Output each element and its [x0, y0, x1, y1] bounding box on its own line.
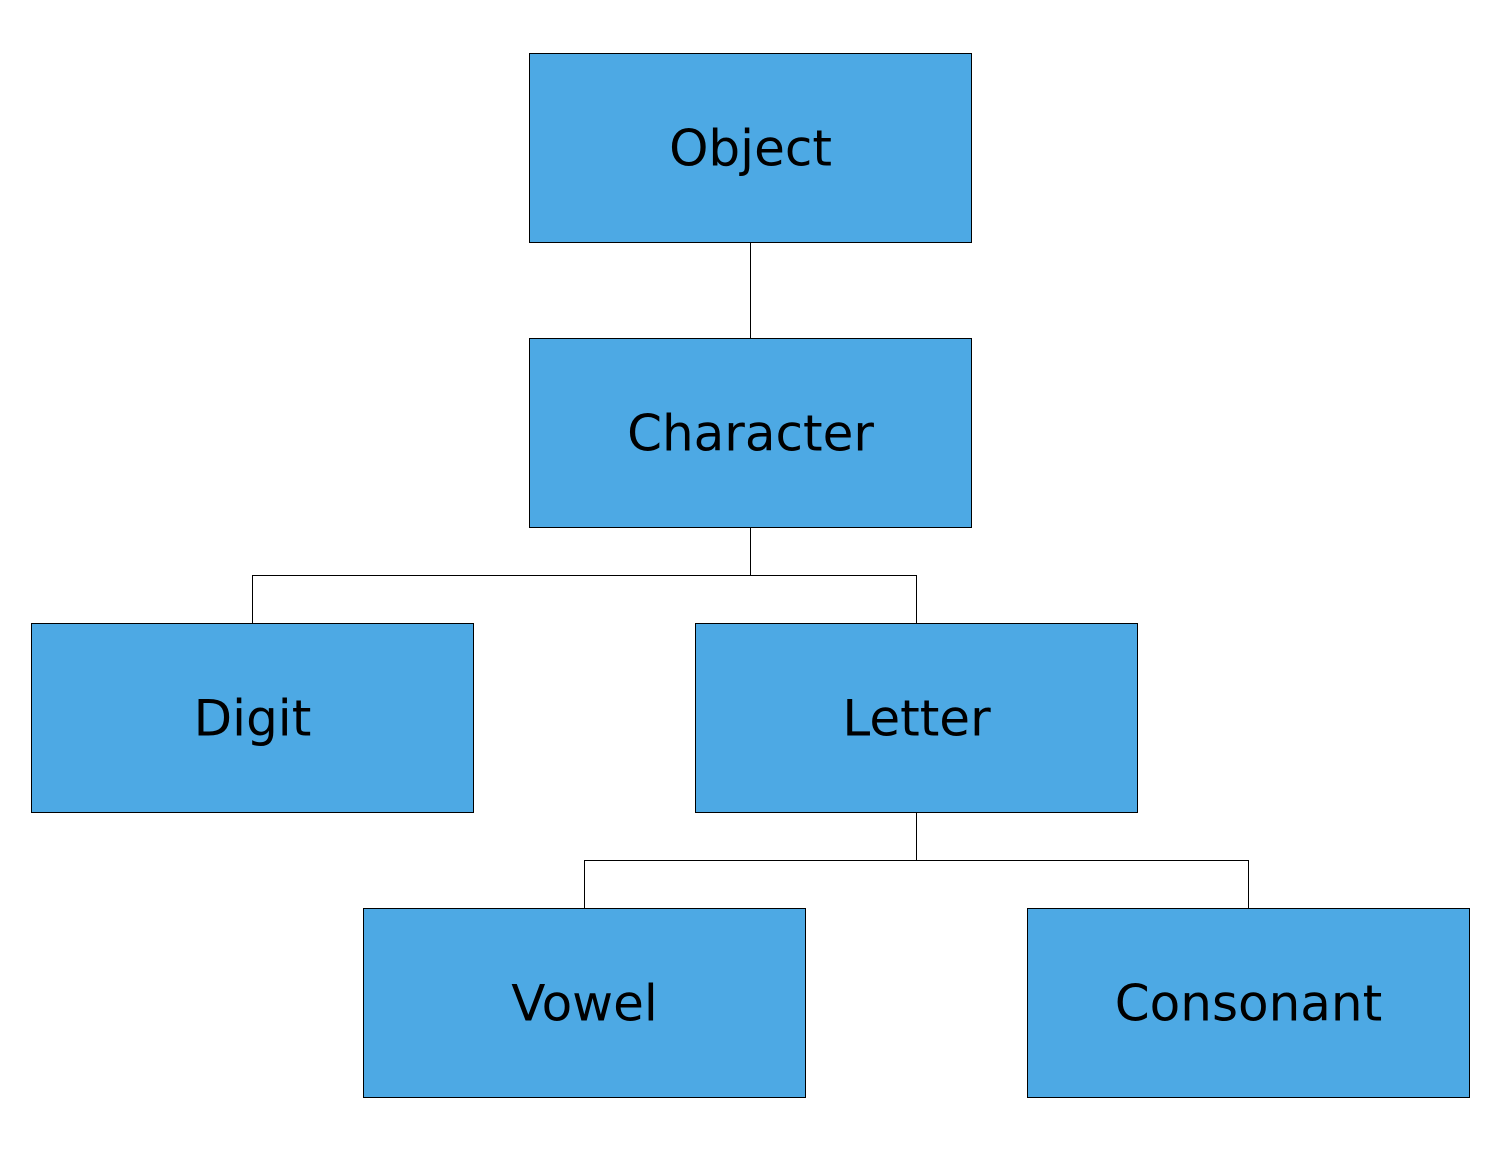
node-letter-box	[695, 623, 1138, 813]
node-letter-label: Letter	[842, 690, 991, 748]
edge-letter-consonant	[916, 860, 1249, 908]
connectors	[252, 242, 1249, 908]
node-vowel[interactable]: Vowel	[363, 908, 806, 1098]
node-object-box	[529, 53, 972, 243]
node-object-label: Object	[669, 120, 832, 178]
edge-character-digit	[252, 527, 751, 623]
node-digit-label: Digit	[194, 690, 312, 748]
node-character[interactable]: Character	[529, 338, 972, 528]
edge-character-letter	[750, 575, 917, 623]
node-digit[interactable]: Digit	[31, 623, 474, 813]
node-object[interactable]: Object	[529, 53, 972, 243]
node-digit-box	[31, 623, 474, 813]
node-letter[interactable]: Letter	[695, 623, 1138, 813]
node-consonant-box	[1027, 908, 1470, 1098]
node-character-box	[529, 338, 972, 528]
node-vowel-label: Vowel	[511, 975, 657, 1033]
node-consonant[interactable]: Consonant	[1027, 908, 1470, 1098]
edge-letter-vowel	[584, 812, 917, 908]
node-vowel-box	[363, 908, 806, 1098]
node-character-label: Character	[627, 405, 874, 463]
node-consonant-label: Consonant	[1115, 975, 1382, 1033]
